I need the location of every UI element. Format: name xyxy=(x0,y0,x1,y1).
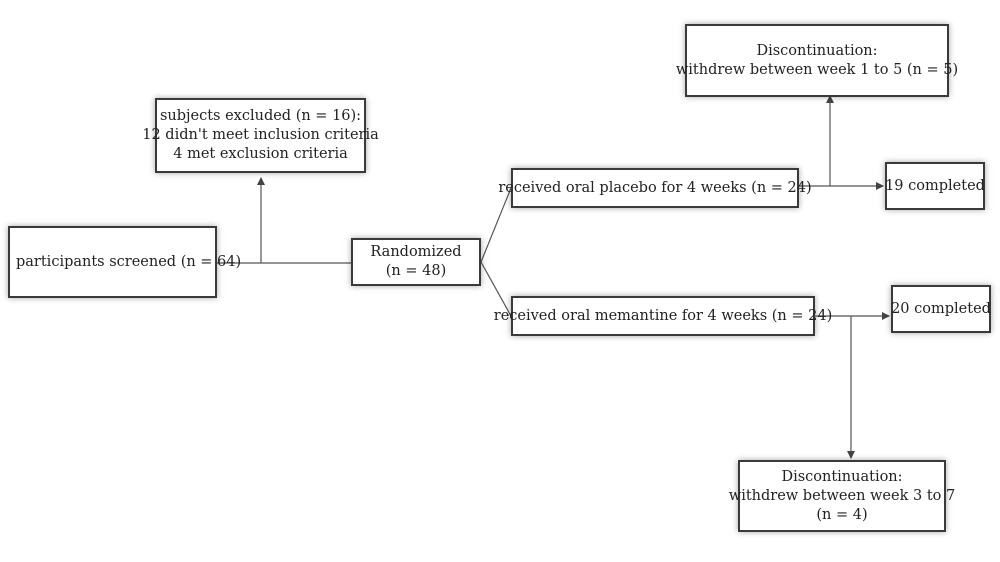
memantine-completed-text: 20 completed xyxy=(891,300,991,317)
memantine-discontinued-title: Discontinuation: xyxy=(781,468,903,485)
screened-text: participants screened (n = 64) xyxy=(16,253,242,270)
placebo-completed-text: 19 completed xyxy=(885,177,985,194)
memantine-text: received oral memantine for 4 weeks (n =… xyxy=(493,307,833,324)
memantine-box: received oral memantine for 4 weeks (n =… xyxy=(494,296,832,336)
placebo-discontinued-box: Discontinuation: withdrew between week 1… xyxy=(676,24,958,97)
memantine-discontinued-box: Discontinuation: withdrew between week 3… xyxy=(729,460,955,532)
placebo-discontinued-title: Discontinuation: xyxy=(756,42,878,59)
excluded-box: subjects excluded (n = 16): 12 didn't me… xyxy=(142,98,379,173)
excluded-exclusion-text: 4 met exclusion criteria xyxy=(173,146,348,162)
randomized-count: (n = 48) xyxy=(385,263,447,279)
placebo-box: received oral placebo for 4 weeks (n = 2… xyxy=(498,168,812,208)
placebo-text: received oral placebo for 4 weeks (n = 2… xyxy=(498,179,812,196)
placebo-completed-box: 19 completed xyxy=(885,162,985,210)
excluded-inclusion-text: 12 didn't meet inclusion criteria xyxy=(142,127,379,143)
connector-randomized-placebo xyxy=(480,187,512,263)
randomized-title: Randomized xyxy=(370,244,462,260)
screened-box: participants screened (n = 64) xyxy=(8,226,241,298)
randomized-box: Randomized (n = 48) xyxy=(351,238,481,286)
placebo-discontinued-detail: withdrew between week 1 to 5 (n = 5) xyxy=(675,61,959,78)
memantine-discontinued-count: (n = 4) xyxy=(816,506,868,523)
memantine-discontinued-detail: withdrew between week 3 to 7 xyxy=(728,487,956,504)
connector-randomized-memantine xyxy=(480,261,512,317)
excluded-title: subjects excluded (n = 16): xyxy=(159,108,362,124)
memantine-completed-box: 20 completed xyxy=(891,285,991,333)
